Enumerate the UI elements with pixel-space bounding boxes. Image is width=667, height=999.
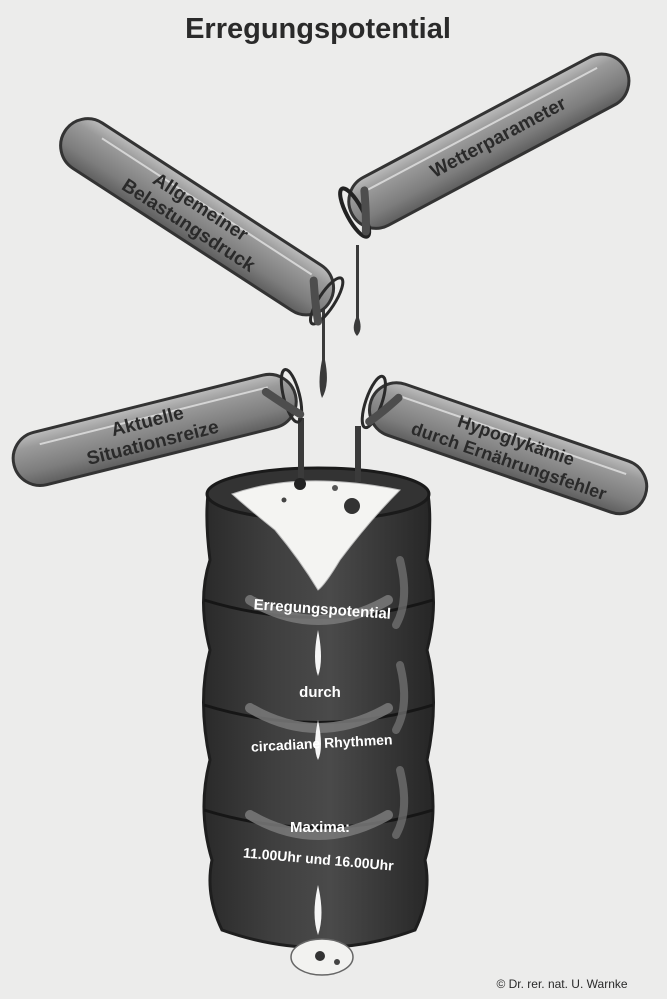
- barrel: Erregungspotential durch circadiane Rhyt…: [202, 466, 435, 976]
- barrel-label-circadiane-rhythmen: circadiane Rhythmen: [251, 731, 393, 754]
- drips: [298, 245, 361, 482]
- tube-aktuelle-situationsreize: Aktuelle Situationsreize: [11, 368, 305, 487]
- barrel-label-maxima: Maxima:: [290, 819, 350, 836]
- copyright-text: © Dr. rer. nat. U. Warnke: [496, 977, 627, 991]
- tube-wetterparameter: Wetterparameter: [338, 52, 631, 239]
- tube-allgemeiner-belastungsdruck: Allgemeiner Belastungsdruck: [59, 117, 345, 326]
- barrel-label-durch: durch: [299, 684, 341, 701]
- page-title: Erregungspotential: [185, 13, 451, 45]
